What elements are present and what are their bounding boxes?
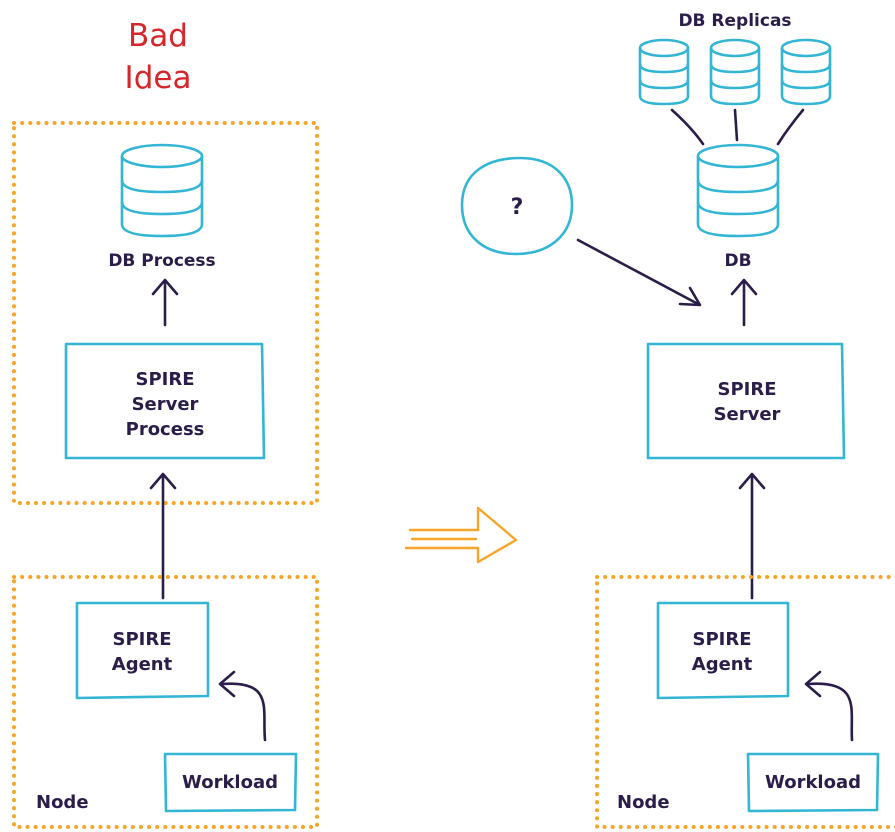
spire-server-process-box: SPIRE Server Process xyxy=(64,342,266,460)
transition-arrow-icon xyxy=(404,506,518,564)
arrow-curved-icon xyxy=(804,670,854,742)
db-label: DB xyxy=(724,251,751,271)
database-icon xyxy=(780,38,832,106)
server-label-line2: Server xyxy=(132,394,199,415)
replication-lines xyxy=(670,108,805,146)
database-icon xyxy=(120,143,204,238)
question-mark: ? xyxy=(511,195,524,220)
server-label-line3: Process xyxy=(126,419,205,440)
arrow-up-icon xyxy=(151,278,179,327)
workload-label: Workload xyxy=(765,772,861,793)
arrow-up-icon xyxy=(149,472,177,600)
arrow-diagonal-icon xyxy=(576,238,702,307)
workload-box: Workload xyxy=(163,752,298,813)
database-icon xyxy=(638,38,690,106)
server-label-line1: SPIRE xyxy=(717,379,776,400)
server-host-boundary xyxy=(12,121,319,505)
database-icon xyxy=(696,143,780,238)
node-label: Node xyxy=(36,792,89,813)
agent-label-line2: Agent xyxy=(112,654,173,675)
arrow-curved-icon xyxy=(218,670,267,742)
question-bubble-icon: ? xyxy=(460,156,574,256)
db-process-label: DB Process xyxy=(108,251,215,271)
database-icon xyxy=(709,38,761,106)
node-boundary xyxy=(12,575,319,829)
arrow-up-icon xyxy=(738,472,766,600)
agent-label-line1: SPIRE xyxy=(692,629,751,650)
agent-label-line1: SPIRE xyxy=(112,629,171,650)
node-label: Node xyxy=(617,792,670,813)
spire-agent-box: SPIRE Agent xyxy=(75,601,210,700)
bad-idea-title-line1: Bad xyxy=(128,18,188,54)
arrow-up-icon xyxy=(730,278,758,327)
workload-box: Workload xyxy=(746,752,880,813)
server-label-line2: Server xyxy=(714,404,781,425)
spire-agent-box: SPIRE Agent xyxy=(656,601,790,700)
workload-label: Workload xyxy=(182,772,278,793)
bad-idea-title-line2: Idea xyxy=(125,60,192,96)
server-label-line1: SPIRE xyxy=(135,369,194,390)
agent-label-line2: Agent xyxy=(692,654,753,675)
db-replicas-label: DB Replicas xyxy=(678,11,791,31)
spire-server-box: SPIRE Server xyxy=(646,342,846,460)
